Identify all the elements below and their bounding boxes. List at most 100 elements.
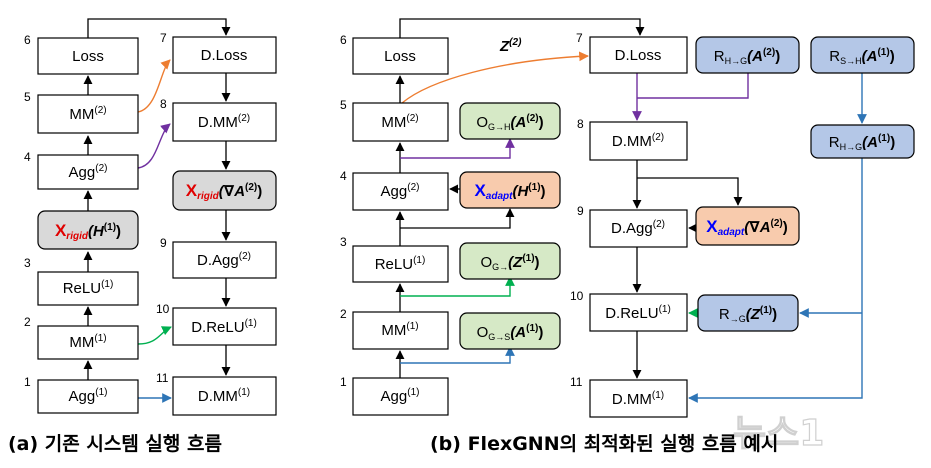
node-b-dloss: 7 D.Loss — [576, 31, 688, 74]
node-label: D.Agg(2) — [197, 251, 251, 269]
node-b-og2h: OG→H(A(2)) — [459, 102, 561, 140]
step-number: 8 — [577, 117, 584, 131]
node-label: RH→G(A(1)) — [829, 133, 895, 152]
node-b-agg1: 1 Agg(1) — [340, 375, 449, 416]
node-label: OG→S(A(1)) — [477, 323, 544, 342]
node-label: Agg(2) — [381, 182, 420, 200]
edge-b-relu1-og-green — [400, 276, 515, 297]
node-a-xrigid-a: Xrigid(∇A(2)) — [172, 170, 277, 211]
step-number: 3 — [24, 256, 31, 270]
node-label: MM(1) — [381, 321, 418, 339]
node-b-rh2g-a1: RH→G(A(1)) — [810, 124, 915, 159]
node-label: OG→(Z(1)) — [480, 253, 539, 272]
node-label: Loss — [72, 48, 104, 65]
node-label: D.MM(1) — [198, 387, 250, 405]
edge-b-loss-dloss — [399, 18, 645, 38]
step-number: 5 — [340, 98, 347, 112]
node-b-rg-z1: R→G(Z(1)) — [697, 294, 799, 332]
node-label: Xadapt(∇A(2)) — [706, 217, 788, 238]
node-a-agg2: 4 Agg(2) — [24, 150, 139, 190]
step-number: 4 — [340, 169, 347, 183]
node-a-dloss: 7 D.Loss — [160, 31, 277, 74]
node-label: D.ReLU(1) — [605, 304, 671, 322]
node-b-relu1: 3 ReLU(1) — [340, 235, 449, 283]
step-number: 2 — [24, 315, 31, 329]
node-b-loss: 6 Loss — [340, 33, 449, 75]
node-b-xadapt-h: Xadapt(H(1)) — [459, 171, 561, 209]
node-label: ReLU(1) — [63, 279, 114, 297]
z2-annotation: Z(2) — [499, 37, 522, 55]
node-label: RS→H(A(1)) — [829, 47, 894, 66]
node-label: MM(2) — [381, 113, 418, 131]
step-number: 11 — [156, 371, 169, 385]
node-b-dagg2: 9 D.Agg(2) — [577, 204, 688, 248]
node-label: D.Loss — [201, 47, 248, 64]
step-number: 6 — [340, 33, 347, 47]
node-a-drelu1: 10 D.ReLU(1) — [156, 302, 277, 346]
node-label: ReLU(1) — [375, 255, 426, 273]
node-a-dmm2: 8 D.MM(2) — [160, 97, 277, 142]
edge-a-agg2-dmm2-purple — [137, 123, 171, 169]
node-label: Xadapt(H(1)) — [474, 181, 545, 202]
step-number: 10 — [570, 289, 584, 303]
node-a-dmm1: 11 D.MM(1) — [156, 371, 277, 416]
caption-b: (b) FlexGNN의 최적화된 실행 흐름 예시 — [430, 433, 778, 455]
node-b-rh2g-a2: RH→G(A(2)) — [695, 36, 800, 74]
step-number: 8 — [160, 97, 167, 111]
step-number: 2 — [340, 307, 347, 321]
step-number: 11 — [570, 375, 583, 389]
node-label: D.MM(1) — [612, 390, 664, 408]
node-label: Loss — [384, 48, 416, 65]
watermark-logo: 뉴스1 — [733, 413, 824, 454]
node-label: OG→H(A(2)) — [476, 113, 543, 132]
step-number: 6 — [24, 33, 31, 47]
step-number: 1 — [340, 375, 347, 389]
edge-b-rh2g-a1-dmm1-blue — [688, 158, 863, 403]
edge-a-mm1-drelu1-green — [137, 326, 172, 345]
node-label: RH→G(A(2)) — [714, 47, 780, 66]
edge-b-mm1-og2s-blue — [400, 346, 515, 364]
node-a-dagg2: 9 D.Agg(2) — [160, 236, 277, 279]
node-b-rs2h-a1: RS→H(A(1)) — [810, 36, 915, 74]
edges-panel-a — [83, 18, 231, 403]
node-a-mm1: 2 MM(1) — [24, 315, 139, 360]
step-number: 9 — [577, 204, 584, 218]
node-b-dmm2: 8 D.MM(2) — [577, 117, 688, 161]
node-label: D.Loss — [615, 47, 662, 64]
node-label: D.Agg(2) — [611, 219, 665, 237]
edge-a-loss-dloss — [87, 18, 231, 38]
node-b-xadapt-a: Xadapt(∇A(2)) — [695, 206, 800, 246]
node-a-xrigid-h: Xrigid(H(1)) — [37, 210, 139, 250]
edge-b-relu1-xadapt — [400, 208, 515, 229]
node-b-mm2: 5 MM(2) — [340, 98, 449, 142]
node-label: D.MM(2) — [198, 113, 250, 131]
caption-a: (a) 기존 시스템 실행 흐름 — [8, 433, 222, 455]
node-label: MM(2) — [69, 105, 106, 123]
node-a-agg1: 1 Agg(1) — [24, 375, 139, 414]
step-number: 1 — [24, 375, 31, 389]
step-number: 10 — [156, 302, 170, 316]
node-b-agg2: 4 Agg(2) — [340, 169, 449, 211]
node-label: Agg(1) — [381, 387, 420, 405]
node-label: MM(1) — [69, 333, 106, 351]
step-number: 4 — [24, 150, 31, 164]
node-a-mm2: 5 MM(2) — [24, 90, 139, 134]
node-b-og2s: OG→S(A(1)) — [459, 312, 561, 350]
node-label: Xrigid(H(1)) — [55, 221, 121, 242]
node-label: Agg(1) — [69, 387, 108, 405]
edge-b-mm2-dloss-orange — [401, 51, 589, 104]
edges-panel-b — [395, 18, 867, 403]
node-label: Xrigid(∇A(2)) — [186, 181, 263, 202]
node-a-loss: 6 Loss — [24, 33, 139, 75]
node-b-drelu1: 10 D.ReLU(1) — [570, 289, 688, 332]
step-number: 7 — [576, 31, 583, 45]
step-number: 9 — [160, 236, 167, 250]
step-number: 5 — [24, 90, 31, 104]
edge-b-rh2g-a2-dmm2-purple — [637, 73, 749, 99]
node-b-dmm1: 11 D.MM(1) — [570, 375, 688, 418]
node-a-relu1: 3 ReLU(1) — [24, 256, 139, 306]
edge-a-mm2-dloss-orange — [137, 59, 171, 113]
node-label: Agg(2) — [69, 163, 108, 181]
edge-b-agg2-og2h-purple — [400, 138, 515, 159]
